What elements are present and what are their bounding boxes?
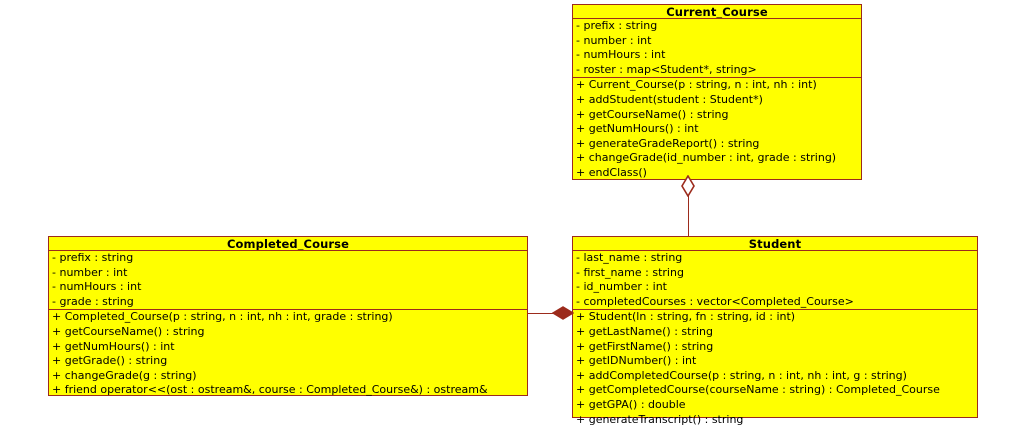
uml-methods-completed-course: + Completed_Course(p : string, n : int, … [49, 310, 527, 398]
uml-method: + friend operator<<(ost : ostream&, cour… [52, 383, 488, 397]
uml-attribute: - last_name : string [576, 251, 683, 264]
uml-method: + changeGrade(g : string) [52, 368, 197, 382]
uml-class-current-course[interactable]: Current_Course - prefix : string - numbe… [572, 4, 862, 180]
uml-method: + Current_Course(p : string, n : int, nh… [576, 78, 817, 92]
uml-method: + addCompletedCourse(p : string, n : int… [576, 368, 907, 382]
uml-method: + getGPA() : double [576, 397, 686, 411]
uml-attribute: - prefix : string [576, 19, 658, 32]
uml-method: + addStudent(student : Student*) [576, 92, 763, 106]
uml-class-name-completed-course: Completed_Course [49, 237, 527, 251]
uml-attribute: - prefix : string [52, 251, 134, 264]
uml-method: + changeGrade(id_number : int, grade : s… [576, 151, 837, 165]
composition-line-completed-course-student [528, 312, 572, 314]
uml-method: + Student(ln : string, fn : string, id :… [576, 310, 796, 324]
uml-attributes-completed-course: - prefix : string - number : int - numHo… [49, 251, 527, 311]
uml-methods-current-course: + Current_Course(p : string, n : int, nh… [573, 78, 861, 180]
uml-methods-student: + Student(ln : string, fn : string, id :… [573, 310, 977, 427]
uml-attribute: - numHours : int [576, 48, 666, 62]
uml-method: + getFirstName() : string [576, 339, 714, 353]
uml-attribute: - completedCourses : vector<Completed_Co… [576, 294, 854, 308]
uml-method: + getNumHours() : int [52, 339, 175, 353]
uml-method: + getNumHours() : int [576, 122, 699, 136]
uml-attribute: - id_number : int [576, 280, 667, 294]
uml-attribute: - numHours : int [52, 280, 142, 294]
uml-attribute: - grade : string [52, 294, 134, 308]
uml-attributes-student: - last_name : string - first_name : stri… [573, 251, 977, 311]
uml-method: + Completed_Course(p : string, n : int, … [52, 310, 393, 324]
uml-attribute: - roster : map<Student*, string> [576, 62, 757, 76]
uml-attribute: - first_name : string [576, 265, 684, 279]
uml-attribute: - number : int [576, 33, 652, 47]
uml-method: + generateTranscript() : string [576, 412, 744, 426]
uml-class-completed-course[interactable]: Completed_Course - prefix : string - num… [48, 236, 528, 396]
uml-attribute: - number : int [52, 265, 128, 279]
uml-method: + getCompletedCourse(courseName : string… [576, 383, 940, 397]
uml-class-name-current-course: Current_Course [573, 5, 861, 19]
uml-method: + getGrade() : string [52, 354, 168, 368]
aggregation-line-current-course-student [687, 180, 689, 236]
uml-method: + generateGradeReport() : string [576, 136, 760, 150]
uml-class-name-student: Student [573, 237, 977, 251]
uml-method: + getLastName() : string [576, 324, 714, 338]
uml-class-student[interactable]: Student - last_name : string - first_nam… [572, 236, 978, 426]
hollow-diamond-icon [680, 175, 696, 197]
filled-diamond-icon [552, 306, 574, 320]
uml-method: + getIDNumber() : int [576, 354, 697, 368]
uml-method: + getCourseName() : string [576, 107, 729, 121]
uml-attributes-current-course: - prefix : string - number : int - numHo… [573, 19, 861, 79]
uml-method: + getCourseName() : string [52, 324, 205, 338]
uml-method: + endClass() [576, 165, 647, 179]
